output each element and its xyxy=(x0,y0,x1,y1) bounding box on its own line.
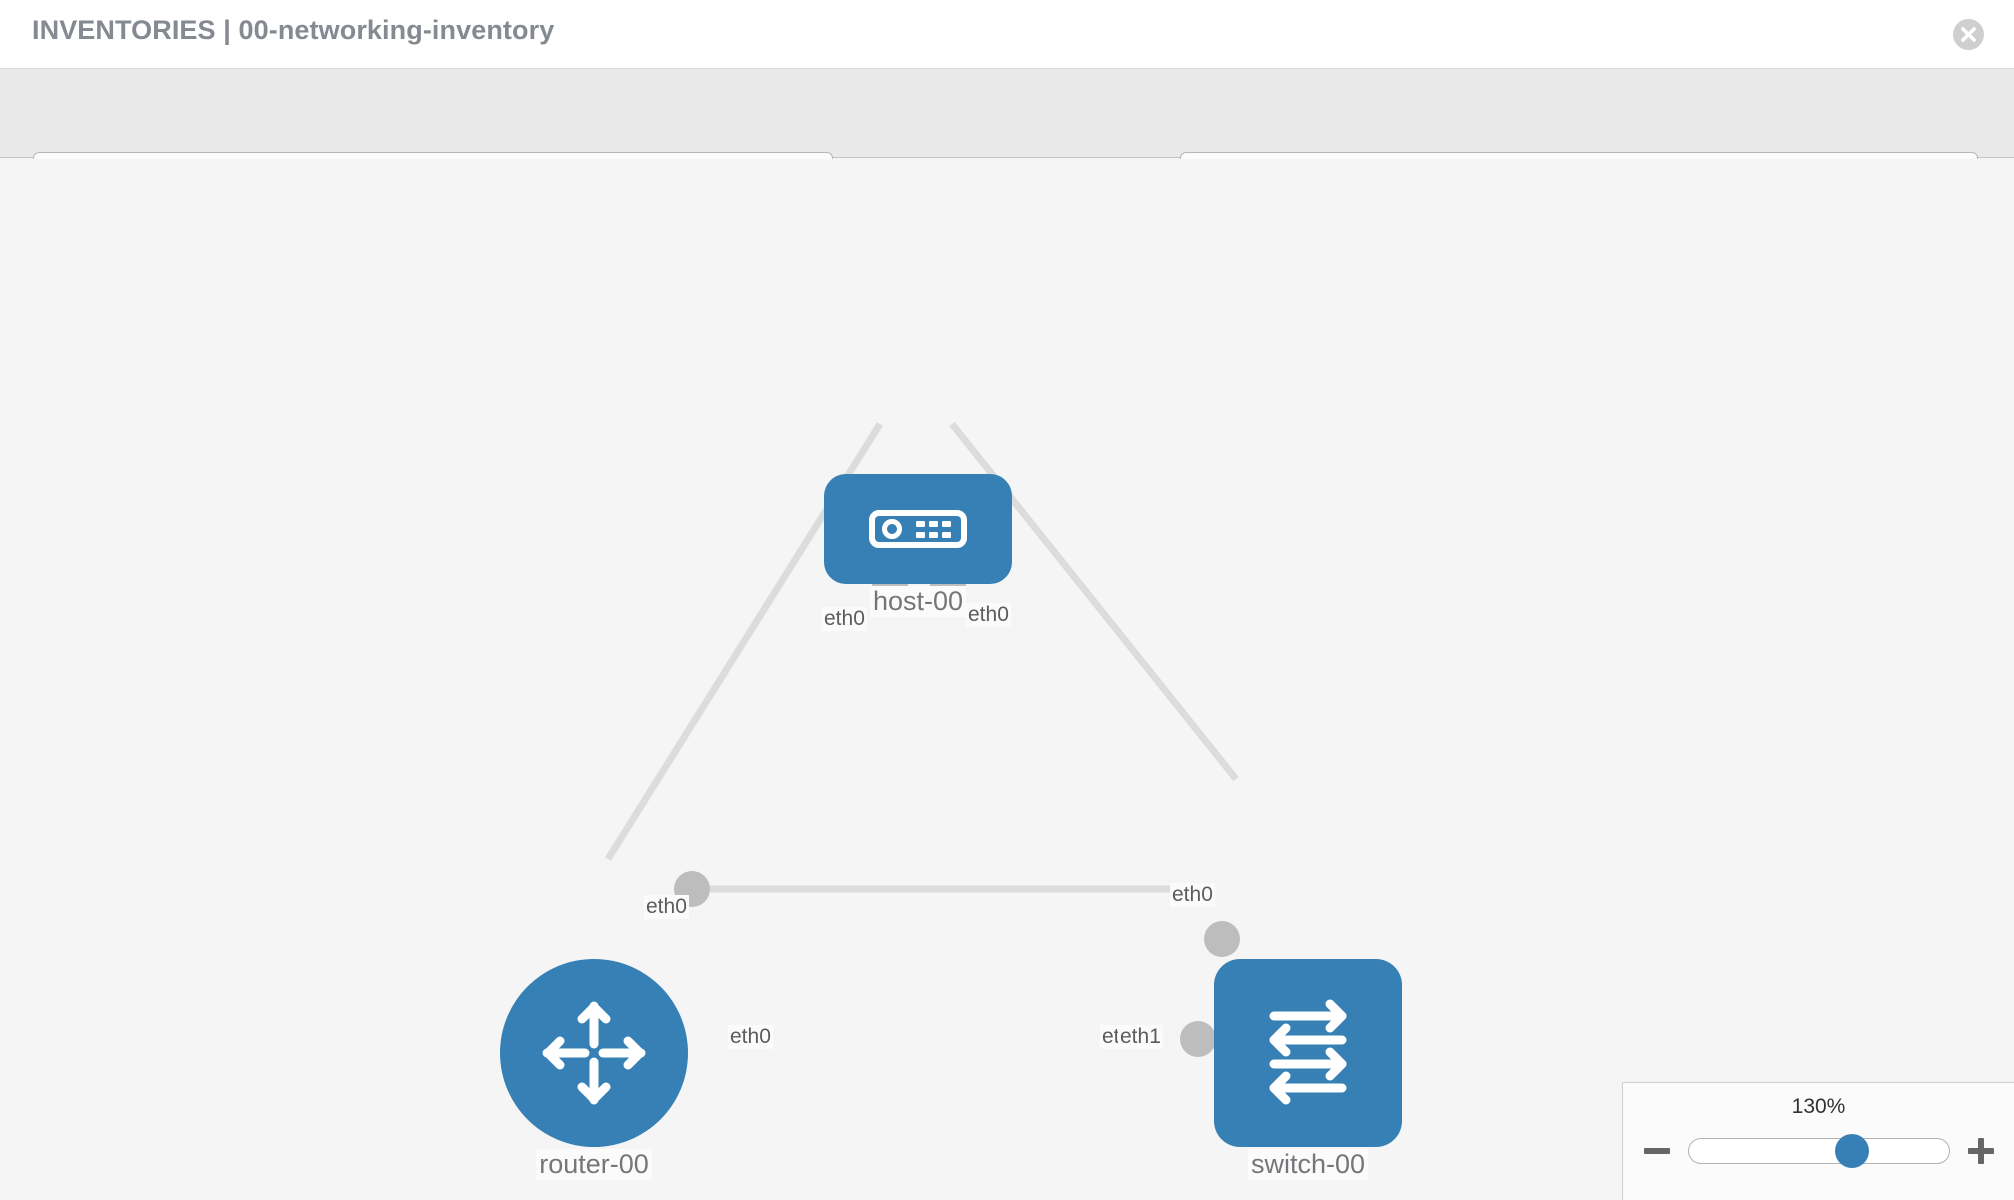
topology-links xyxy=(605,421,1239,893)
server-icon xyxy=(869,510,967,548)
zoom-slider[interactable] xyxy=(1687,1134,1950,1168)
page-header: INVENTORIES | 00-networking-inventory xyxy=(0,0,2014,69)
toolbar: ACTIONS SEARCH xyxy=(0,69,2014,201)
zoom-control-panel: 130% xyxy=(1622,1082,2014,1200)
close-icon[interactable] xyxy=(1953,19,1984,50)
node-router-00[interactable]: router-00 xyxy=(500,959,688,1180)
interface-label-switch-left: eth1 xyxy=(1118,1025,1163,1049)
interface-label-switch-up: eth0 xyxy=(1170,883,1215,907)
connector-nub-switch-left xyxy=(1180,1021,1216,1057)
node-label-router-00: router-00 xyxy=(536,1149,652,1180)
node-host-00[interactable]: host-00 xyxy=(824,474,1012,617)
node-label-host-00: host-00 xyxy=(869,586,967,617)
interface-label-host-right: eth0 xyxy=(966,603,1011,627)
plus-icon[interactable] xyxy=(1964,1134,1998,1168)
host-node-shape[interactable] xyxy=(824,474,1012,584)
interface-label-router-right: eth0 xyxy=(728,1025,773,1049)
topology-canvas[interactable]: host-00 router-00 xyxy=(0,159,2014,1200)
interface-label-host-left: eth0 xyxy=(822,607,867,631)
zoom-controls-row xyxy=(1623,1131,2014,1171)
router-arrows-icon xyxy=(542,1001,646,1105)
switch-node-shape[interactable] xyxy=(1214,959,1402,1147)
zoom-level-label: 130% xyxy=(1791,1095,1846,1118)
zoom-slider-thumb[interactable] xyxy=(1835,1134,1870,1168)
topology-graph: host-00 router-00 xyxy=(0,159,2014,1200)
router-node-shape[interactable] xyxy=(500,959,688,1147)
node-switch-00[interactable]: switch-00 xyxy=(1214,959,1402,1180)
switch-arrows-icon xyxy=(1269,999,1347,1105)
interface-label-router-up: eth0 xyxy=(644,895,689,919)
page-title: INVENTORIES | 00-networking-inventory xyxy=(32,15,555,45)
node-label-switch-00: switch-00 xyxy=(1247,1149,1369,1180)
connector-nub-switch-up xyxy=(1204,921,1240,957)
minus-icon[interactable] xyxy=(1640,1134,1674,1168)
